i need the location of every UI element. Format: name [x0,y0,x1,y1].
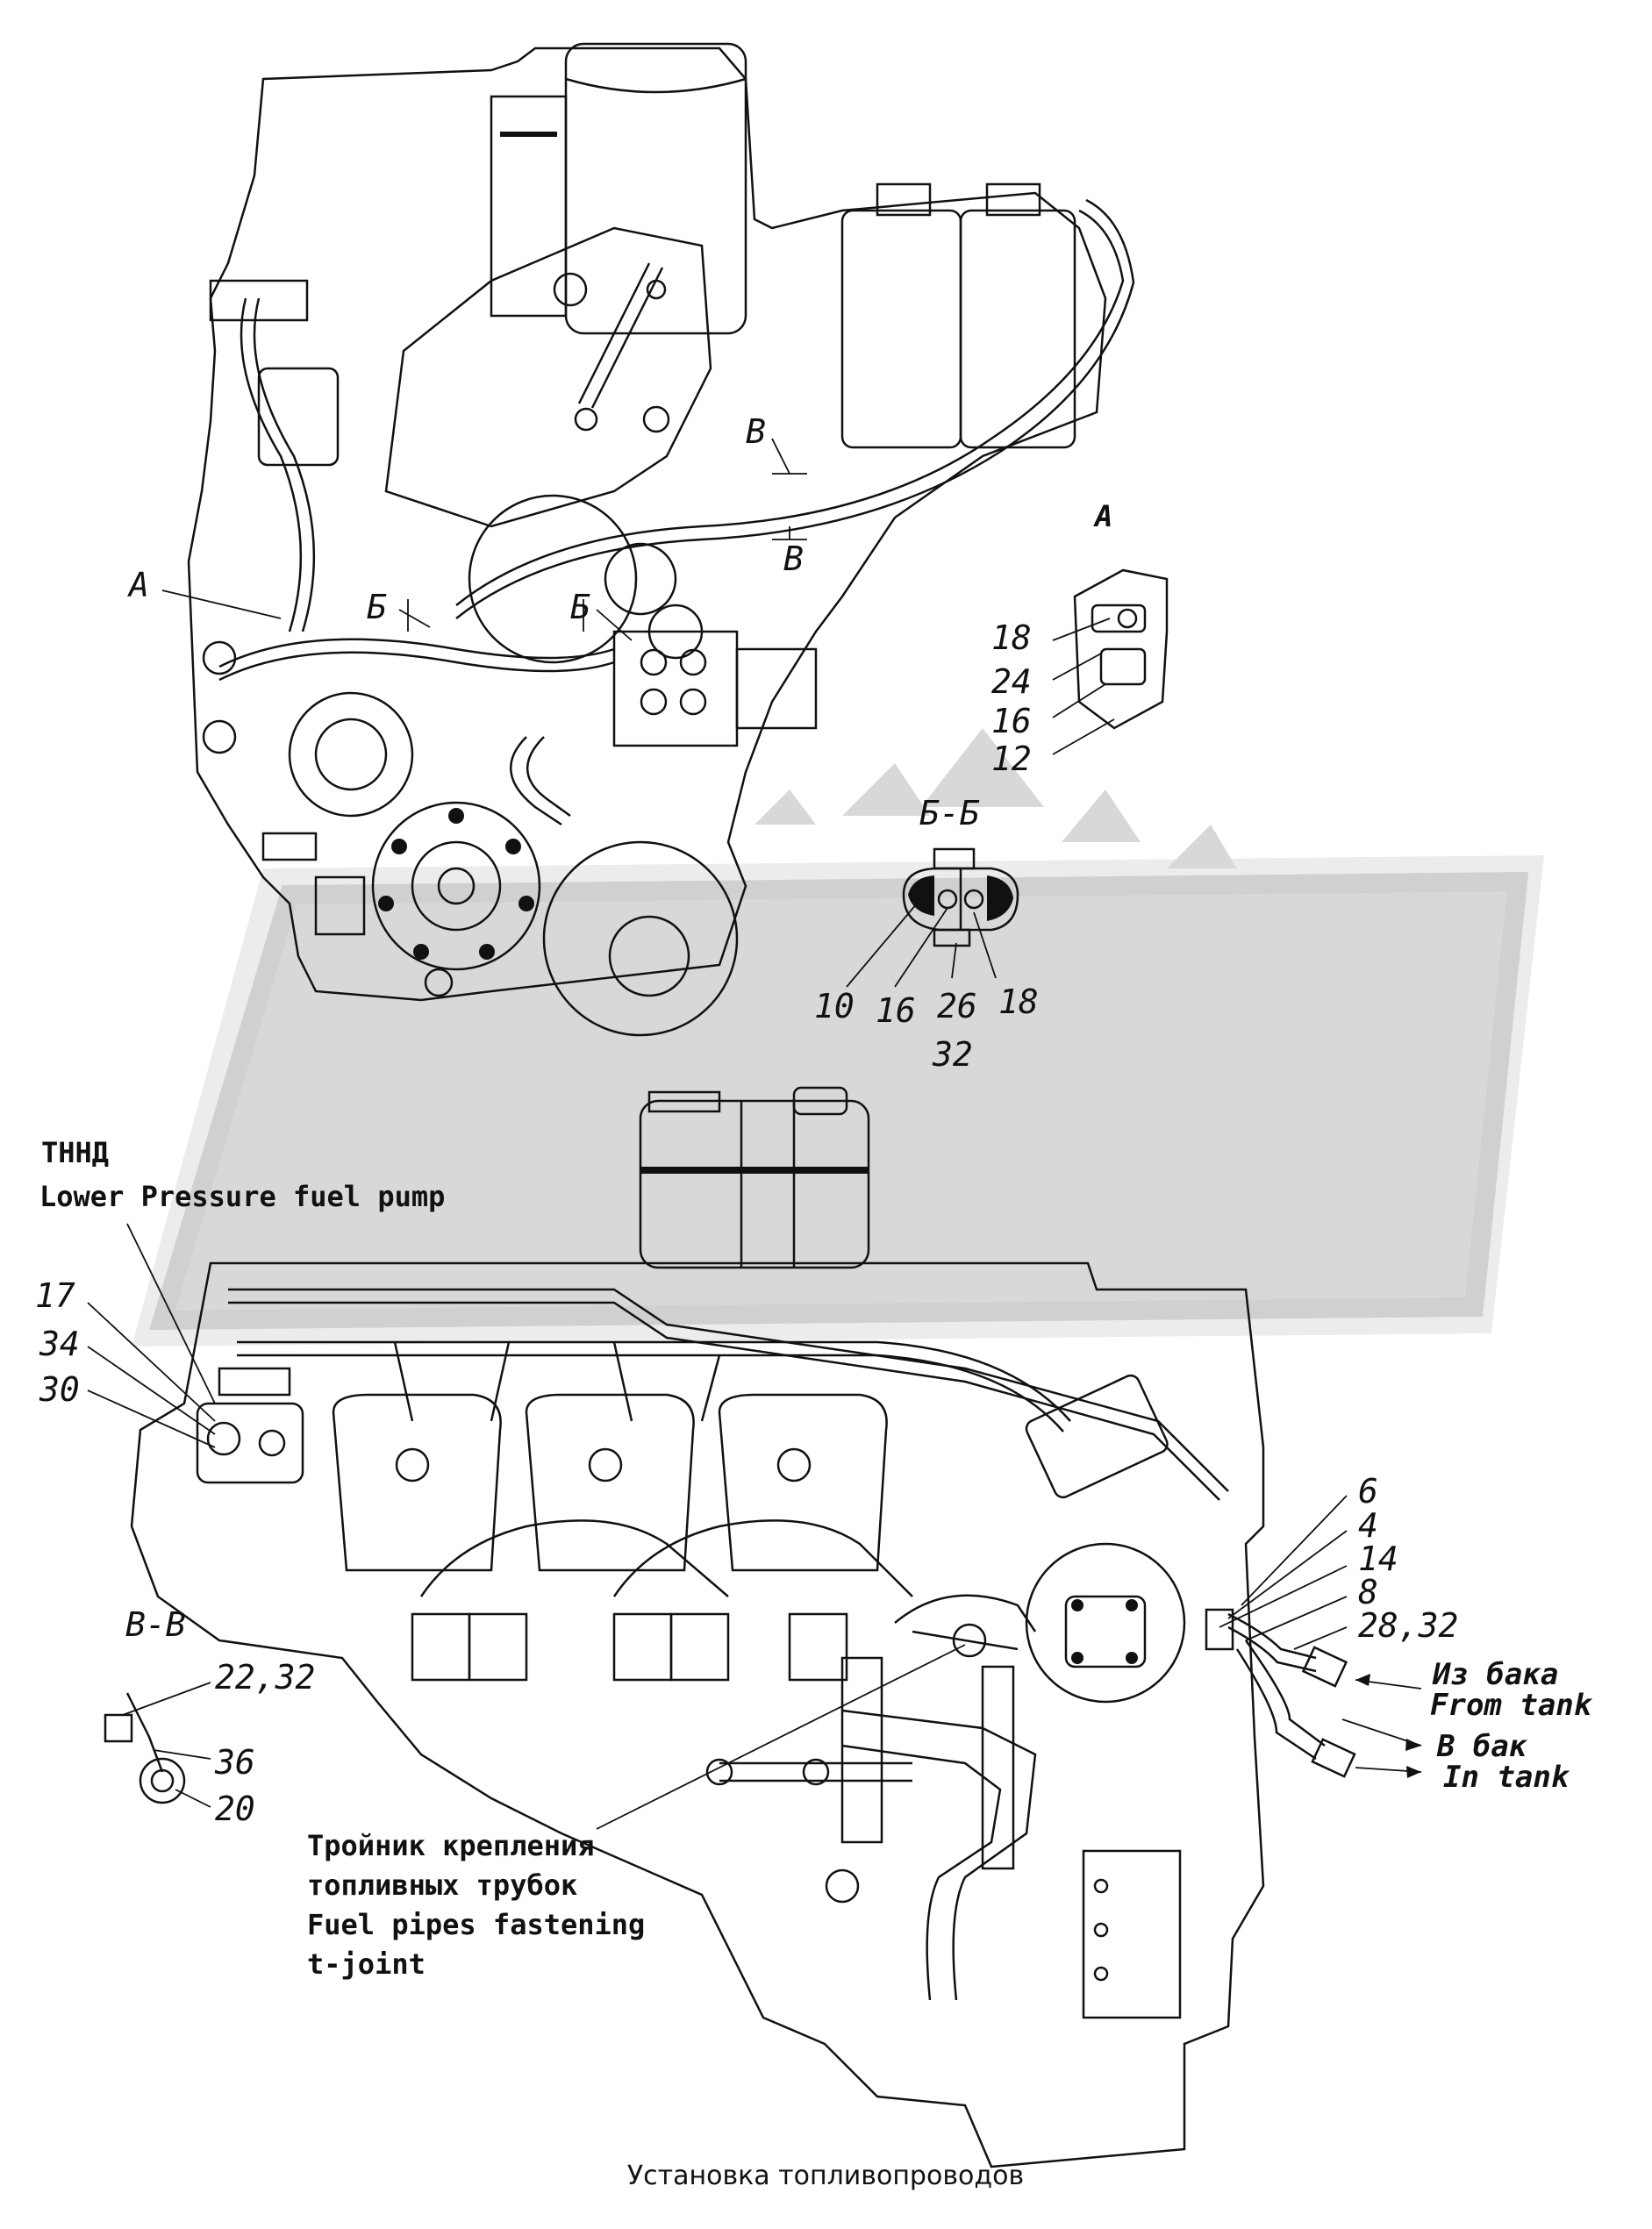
section-vv-detail [104,1692,186,1804]
right-part-4: 4 [1358,1506,1378,1545]
leader-a-label: A [127,566,149,604]
left-part-34: 34 [39,1325,80,1363]
bb-part-26: 26 [937,987,977,1025]
upper-engine-view [187,42,1135,1037]
left-part-30: 30 [39,1370,80,1409]
orex-watermark [132,728,1544,1347]
section-bb-title: Б-Б [919,794,980,832]
pump-label-ru: ТННД [41,1136,109,1169]
view-a-title: A [1093,499,1112,534]
from-tank-ru: Из бака [1432,1657,1558,1692]
view-a-part-18: 18 [991,618,1032,657]
view-a-part-12: 12 [991,739,1032,778]
vv-part-22-32: 22,32 [215,1658,315,1697]
tee-label-en-1: Fuel pipes fastening [307,1908,645,1941]
bb-part-16: 16 [876,991,916,1030]
right-part-8: 8 [1358,1573,1378,1611]
section-v-top-label: В [746,412,766,451]
diagram-caption: Установка топливопроводов [627,2161,1024,2191]
right-part-6: 6 [1358,1472,1378,1511]
tee-label-en-2: t-joint [307,1947,426,1981]
callout-labels: A A Б Б В В 18 24 16 12 Б-Б 10 16 26 18 … [35,412,1593,2191]
vv-part-36: 36 [214,1743,255,1782]
right-part-28-32: 28,32 [1358,1606,1458,1645]
bb-part-10: 10 [814,987,855,1025]
in-tank-ru: В бак [1436,1729,1528,1764]
tee-label-ru-2: топливных трубок [307,1868,577,1902]
lower-engine-view [130,1086,1356,2168]
pump-label-en: Lower Pressure fuel pump [39,1180,445,1213]
from-tank-en: From tank [1430,1688,1593,1723]
view-a-part-16: 16 [991,702,1032,740]
section-vv-title: В-В [125,1605,186,1644]
section-v-bottom-label: В [783,539,804,578]
tee-label-ru-1: Тройник крепления [307,1829,595,1862]
right-part-14: 14 [1358,1540,1398,1578]
section-b-left-label: Б [367,588,387,626]
bb-part-32: 32 [932,1035,973,1074]
view-a-detail [1073,568,1169,730]
bb-part-18: 18 [998,982,1039,1021]
section-b-right-label: Б [570,588,590,626]
leader-lines [87,438,1422,1830]
in-tank-en: In tank [1443,1760,1570,1795]
left-part-17: 17 [35,1276,75,1315]
vv-part-20: 20 [215,1790,255,1828]
view-a-part-24: 24 [991,662,1032,701]
